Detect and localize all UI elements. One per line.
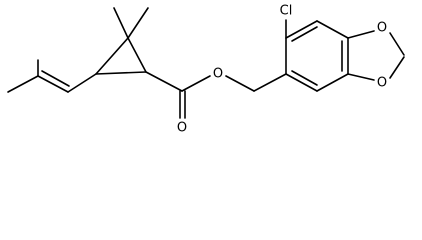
bond-vinyl-to-ring bbox=[67, 73, 97, 93]
bond-o-bottom-to-ch2 bbox=[389, 56, 405, 79]
bond-ring-left-right bbox=[95, 71, 147, 75]
atom-ester-oxygen: O bbox=[213, 67, 223, 82]
chemical-structure: O O Cl O O bbox=[0, 0, 422, 142]
ester-group: O O bbox=[145, 67, 287, 136]
bond-aryl-to-o-bottom bbox=[347, 73, 375, 81]
bond-carbonyl-to-ester-o bbox=[181, 75, 211, 92]
atom-carbonyl-oxygen: O bbox=[177, 121, 187, 136]
bond-aryl-c5-c6 bbox=[316, 73, 349, 92]
bond-alkene bbox=[37, 75, 69, 93]
benzene-ring bbox=[285, 20, 349, 92]
bond-ester-o-to-ch2 bbox=[225, 75, 255, 92]
bond-methyl-left bbox=[7, 75, 39, 93]
background bbox=[0, 0, 422, 142]
bond-aryl-c2-c3 bbox=[285, 20, 318, 39]
chloro-substituent: Cl bbox=[280, 4, 293, 39]
bond-ring-top-right bbox=[127, 37, 147, 73]
bond-gem-methyl-right bbox=[127, 7, 149, 39]
atom-dioxole-oxygen-bottom: O bbox=[377, 76, 387, 91]
bond-alkene-second-line bbox=[41, 70, 70, 87]
bond-o-top-to-ch2 bbox=[389, 32, 405, 56]
atom-chlorine: Cl bbox=[280, 4, 293, 19]
cyclopropane-ring bbox=[95, 7, 149, 75]
bond-ch2-to-aryl bbox=[253, 73, 287, 92]
bond-aryl-to-o-top bbox=[347, 30, 375, 39]
bond-aryl-c6-c1 bbox=[285, 73, 318, 92]
bond-gem-methyl-left bbox=[113, 7, 129, 39]
dioxole-ring: O O bbox=[347, 21, 405, 91]
bond-aryl-c3-c4 bbox=[316, 20, 349, 39]
isobutenyl-group bbox=[7, 59, 97, 93]
bond-aryl-inner-1 bbox=[291, 26, 318, 42]
bond-ring-left-top bbox=[95, 37, 129, 75]
bond-ring-to-carbonyl bbox=[145, 71, 183, 92]
atom-dioxole-oxygen-top: O bbox=[377, 21, 387, 36]
bond-aryl-inner-3 bbox=[291, 70, 318, 86]
